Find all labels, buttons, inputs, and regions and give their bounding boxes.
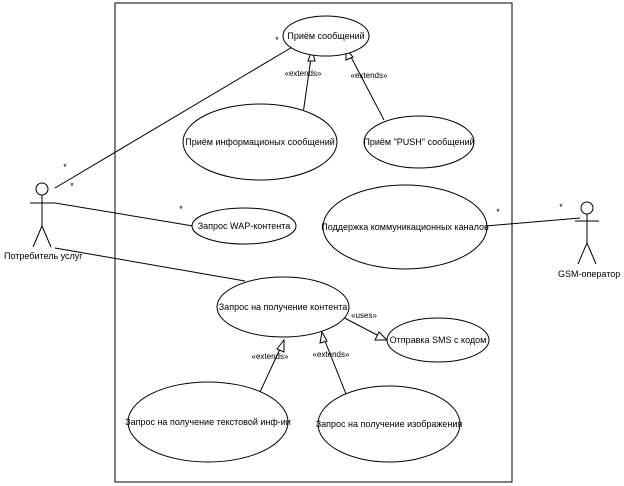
actor-operator-right-leg <box>586 242 597 265</box>
extends-line-image <box>324 340 347 395</box>
multiplicity-consumer-wap-near-use-case: * <box>179 204 183 214</box>
multiplicity-operator-comm-near-actor: * <box>559 202 563 212</box>
extends-line-text <box>259 348 281 393</box>
actor-consumer-right-leg <box>41 225 52 248</box>
use-case-label-content-request: Запрос на получение контента <box>219 302 347 312</box>
multiplicity-operator-comm-near-use-case: * <box>496 207 500 217</box>
use-case-image-request <box>317 385 461 463</box>
association-consumer-content-request <box>54 247 246 282</box>
use-case-receive-info-messages <box>182 103 338 181</box>
stereotype-extends-info: «extends» <box>285 69 322 78</box>
extends-line-push <box>350 56 385 121</box>
use-case-label-receive-push-messages: Приём "PUSH" сообщений <box>363 137 474 147</box>
system-boundary <box>114 2 513 483</box>
uses-arrowhead-sms <box>374 331 389 341</box>
actor-operator-left-leg <box>577 242 588 265</box>
stereotype-extends-text: «extends» <box>252 352 289 361</box>
actor-operator-label: GSM-оператор <box>558 269 620 279</box>
actor-consumer-label: Потребитель услуг <box>4 251 83 261</box>
actor-consumer <box>30 182 55 248</box>
stereotype-extends-push: «extends» <box>351 71 388 80</box>
stereotype-extends-image: «extends» <box>313 350 350 359</box>
actor-operator <box>575 201 599 265</box>
use-case-text-info-request <box>127 381 289 463</box>
use-case-wap-content-request <box>191 207 297 245</box>
use-case-label-wap-content-request: Запрос WAP-контента <box>198 221 291 231</box>
actor-consumer-head <box>35 182 49 196</box>
association-consumer-wap-request <box>54 202 194 227</box>
association-operator-comm-channels <box>485 217 581 227</box>
use-case-content-request <box>216 276 350 338</box>
extends-line-info <box>302 57 312 115</box>
use-case-receive-messages <box>282 15 370 57</box>
use-case-receive-push-messages <box>363 115 475 169</box>
use-case-label-image-request: Запрос на получение изображения <box>316 419 463 429</box>
use-case-label-send-sms-with-code: Отправка SMS с кодом <box>390 335 487 345</box>
extends-arrowhead-image <box>319 330 328 344</box>
use-case-comm-channels-support <box>322 184 488 270</box>
multiplicity-consumer-receive-right: * <box>70 181 74 191</box>
stereotype-uses-sms: «uses» <box>351 311 377 320</box>
multiplicity-consumer-receive-mid: * <box>275 35 279 45</box>
use-case-label-text-info-request: Запрос на получение текстовой инф-ии <box>125 417 291 427</box>
association-consumer-receive-messages <box>54 45 295 189</box>
extends-arrowhead-text <box>276 338 285 353</box>
actor-consumer-left-leg <box>32 225 43 248</box>
actor-operator-head <box>580 201 594 215</box>
use-case-label-receive-info-messages: Приём информационых сообщений <box>185 137 335 147</box>
use-case-label-receive-messages: Приём сообщений <box>287 31 364 41</box>
use-case-send-sms-with-code <box>386 317 490 363</box>
use-case-label-comm-channels-support: Поддержка коммуникационных каналов <box>321 222 489 232</box>
multiplicity-consumer-receive-left: * <box>63 162 67 172</box>
